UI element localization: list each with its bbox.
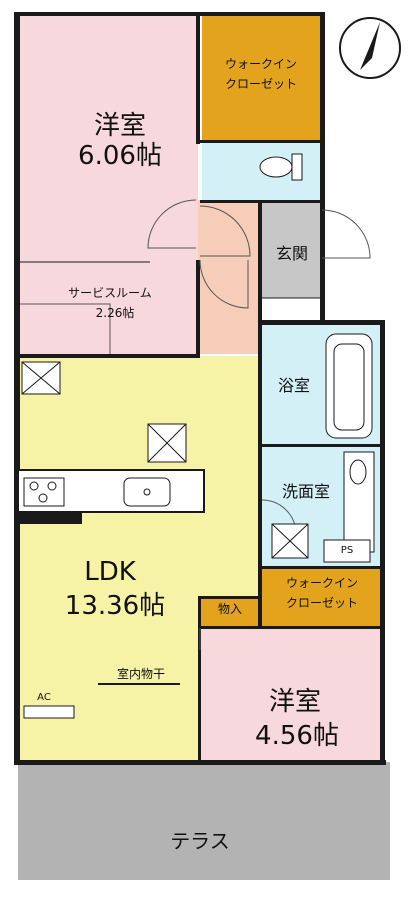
walk-in-closet-2-fill	[262, 568, 382, 626]
ldk-name: LDK	[84, 557, 136, 587]
walls	[14, 12, 386, 765]
washroom-label: 洗面室	[281, 482, 330, 501]
ventilation-fan-icon	[271, 523, 309, 559]
bathtub-icon	[325, 333, 373, 439]
doors	[20, 199, 371, 650]
toilet-icon	[259, 153, 303, 181]
western-room-2-fill	[200, 628, 382, 762]
ac-label: AC	[37, 692, 51, 703]
washbasin-icon	[343, 451, 375, 553]
entrance-fill	[262, 202, 322, 298]
service-room-size: 2.26帖	[95, 306, 135, 320]
terrace-fill	[18, 762, 390, 880]
ps-label: PS	[340, 545, 354, 556]
indoor-drying-label: 室内物干	[116, 667, 165, 681]
north-arrow-icon	[339, 17, 401, 79]
storage-label: 物入	[217, 602, 242, 616]
walk-in-closet-1-fill	[202, 14, 322, 140]
ps-box	[323, 539, 371, 563]
sink-icon	[123, 477, 171, 507]
western-room-2-size: 4.56帖	[255, 721, 339, 751]
entrance-label: 玄関	[275, 244, 308, 263]
ventilation-fan-icon	[21, 361, 61, 395]
western-room-1-name: 洋室	[93, 111, 146, 141]
western-room-1-fill	[18, 14, 198, 262]
walk-in-closet-1-line1: ウォークイン	[224, 57, 297, 71]
ac-unit	[23, 705, 75, 719]
walk-in-closet-2-line1: ウォークイン	[285, 576, 358, 590]
storage-fill	[200, 598, 260, 628]
western-room-2-name: 洋室	[268, 687, 321, 717]
ventilation-fan-icon	[147, 423, 187, 463]
bathroom-label: 浴室	[277, 376, 310, 395]
walk-in-closet-1-line2: クローゼット	[224, 77, 297, 91]
western-room-1-size: 6.06帖	[78, 141, 162, 171]
ldk-size: 13.36帖	[64, 591, 166, 621]
service-room-name: サービスルーム	[68, 286, 152, 300]
terrace-label: テラス	[170, 829, 230, 853]
walk-in-closet-2-line2: クローゼット	[285, 596, 358, 610]
service-room-fill	[18, 262, 198, 356]
hall-fill	[198, 200, 260, 354]
stove-icon	[23, 477, 65, 507]
